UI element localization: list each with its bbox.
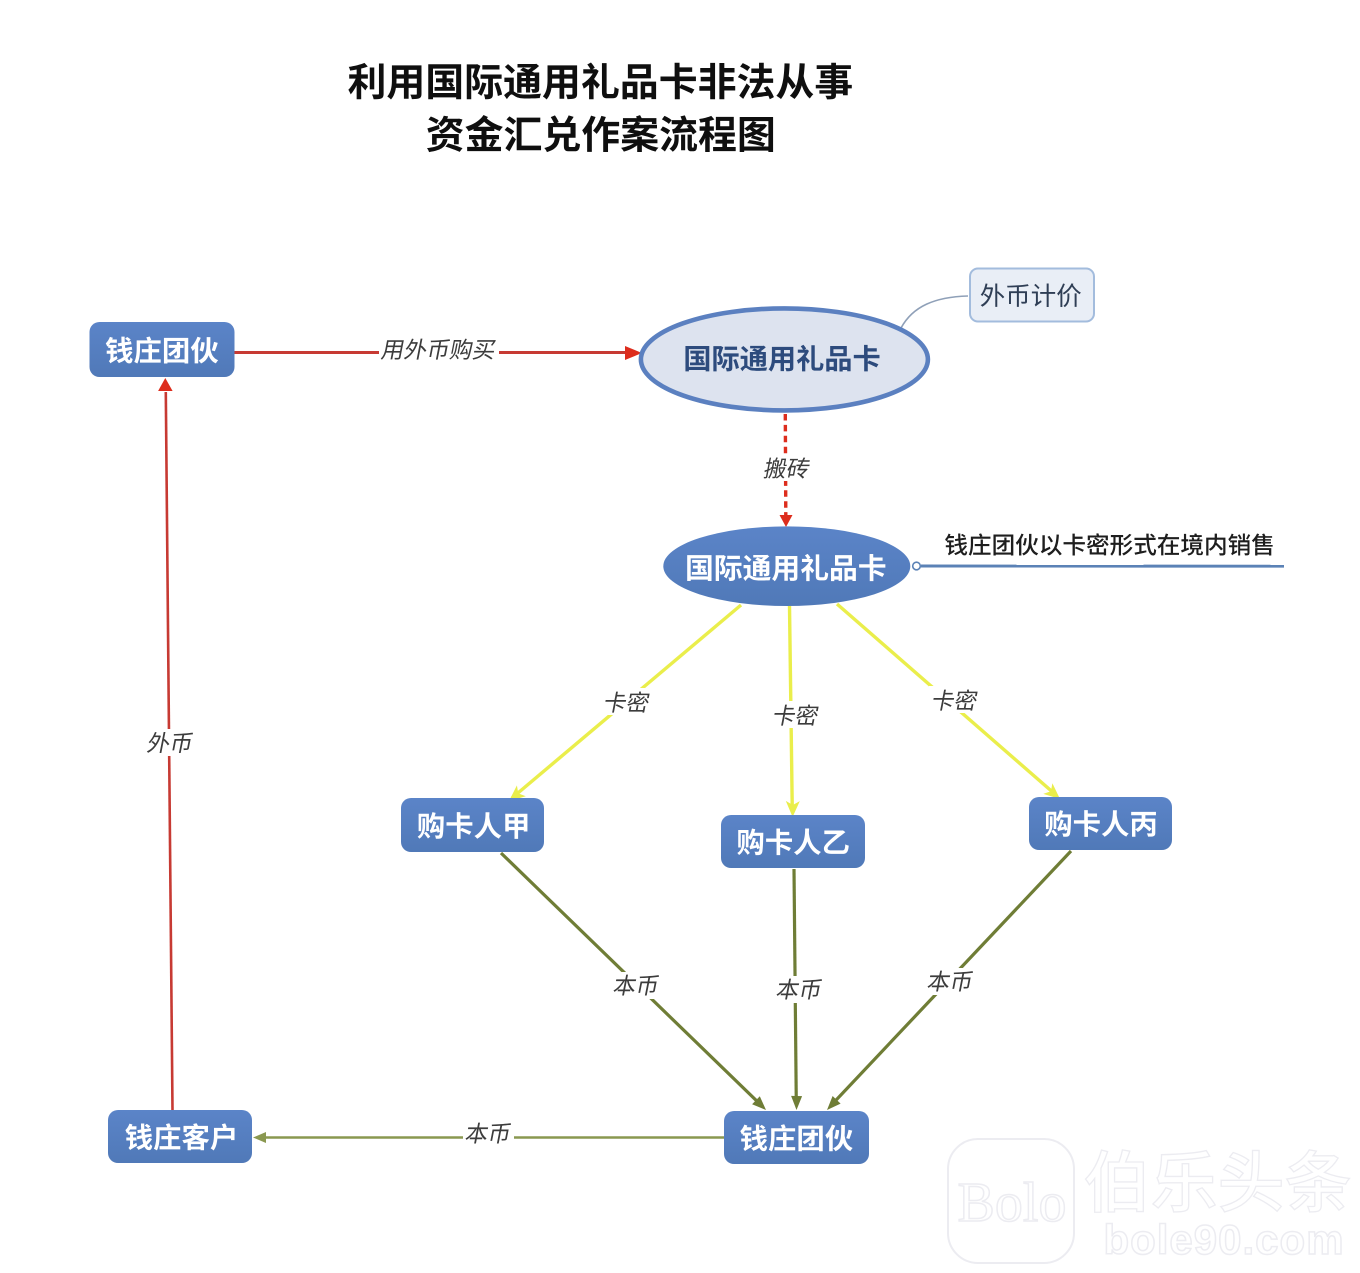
svg-text:bole90.com: bole90.com <box>1103 1216 1344 1263</box>
svg-text:Bolo: Bolo <box>958 1172 1067 1234</box>
